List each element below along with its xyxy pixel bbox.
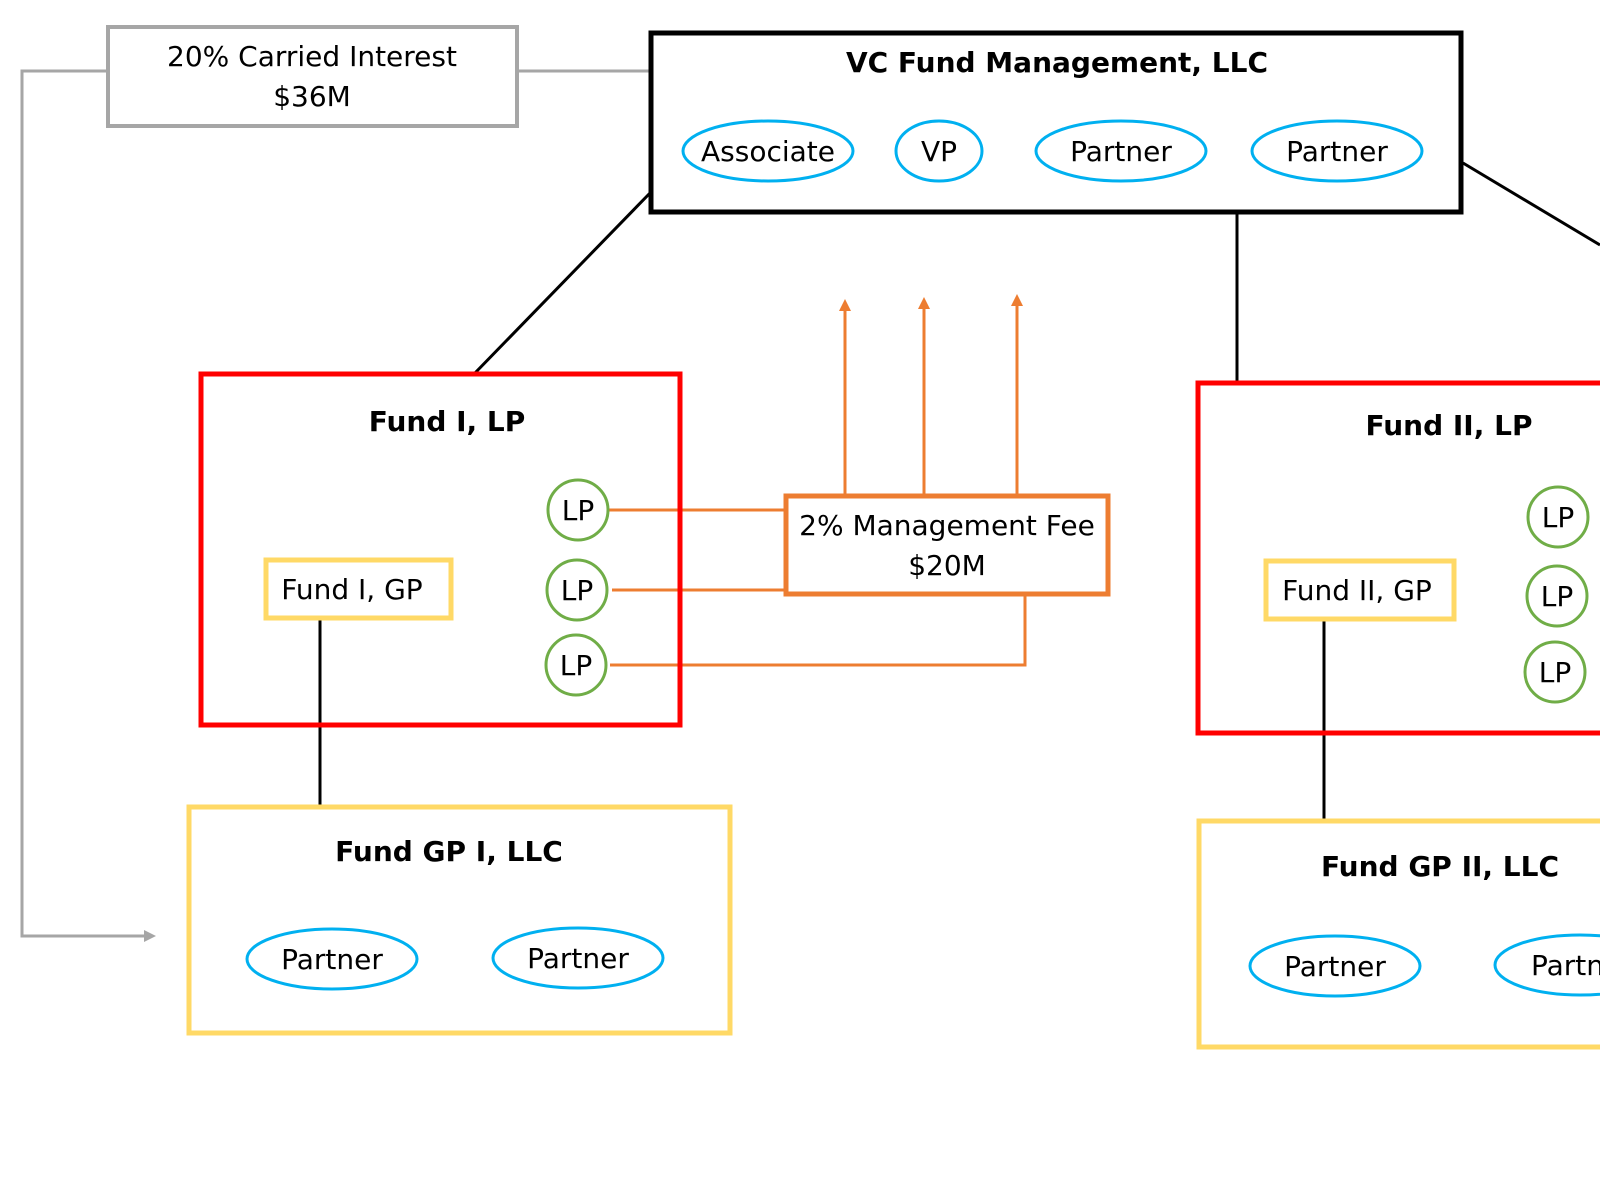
lp-label: LP — [1539, 656, 1571, 689]
gp1-partner-2: Partner — [491, 926, 665, 990]
fund1-gp-label: Fund I, GP — [281, 573, 422, 606]
partner-label: Partner — [527, 942, 629, 975]
management-company-title: VC Fund Management, LLC — [846, 46, 1268, 79]
fund2-lp-2: LP — [1525, 564, 1589, 628]
gp2-partner-1: Partner — [1248, 934, 1422, 998]
fund2-title: Fund II, LP — [1366, 409, 1533, 442]
carried-interest-amount: $36M — [273, 80, 351, 113]
fund1-lp-3: LP — [544, 633, 608, 697]
partner-label: Partn — [1531, 949, 1600, 982]
management-to-fund1-line — [472, 190, 653, 376]
connectors — [20, 69, 1600, 942]
role-label: Partner — [1286, 135, 1388, 168]
carried-interest-flow-line — [20, 69, 156, 942]
management-to-offpage-line — [1462, 161, 1600, 247]
fund-gp1-llc-box: Fund GP I, LLC Partner Partner — [186, 804, 733, 1036]
fund2-gp-label: Fund II, GP — [1282, 574, 1432, 607]
fund1-lp-2: LP — [545, 558, 609, 622]
carried-interest-label: 20% Carried Interest — [167, 40, 457, 73]
lp-label: LP — [562, 494, 594, 527]
fund-gp1-title: Fund GP I, LLC — [335, 835, 563, 868]
management-fee-box: 2% Management Fee $20M — [783, 493, 1111, 597]
gp1-partner-1: Partner — [245, 927, 419, 991]
lp3-fee-line — [610, 594, 1027, 667]
fund1-gp-box: Fund I, GP — [263, 557, 454, 621]
role-partner: Partner — [1034, 119, 1208, 183]
role-vp: VP — [894, 119, 984, 183]
carried-interest-box: 20% Carried Interest $36M — [106, 25, 519, 128]
fund1-lp-1: LP — [546, 478, 610, 542]
role-partner: Partner — [1250, 119, 1424, 183]
management-fee-amount: $20M — [908, 549, 986, 582]
partner-label: Partner — [281, 943, 383, 976]
fund1-lp-box: Fund I, LP Fund I, GP LP LP LP — [198, 371, 683, 728]
management-fee-label: 2% Management Fee — [799, 509, 1095, 542]
gp2-partner-2: Partn — [1493, 933, 1600, 997]
lp-label: LP — [1541, 580, 1573, 613]
lp-label: LP — [560, 649, 592, 682]
fund-gp2-llc-box: Fund GP II, LLC Partner Partn — [1196, 818, 1600, 1050]
partner-label: Partner — [1284, 950, 1386, 983]
fund-gp2-title: Fund GP II, LLC — [1321, 850, 1559, 883]
fund2-gp-box: Fund II, GP — [1263, 558, 1457, 622]
role-label: VP — [921, 135, 957, 168]
fund2-lp-box: Fund II, LP Fund II, GP LP LP LP — [1195, 380, 1600, 736]
role-label: Associate — [701, 135, 835, 168]
lp-label: LP — [1542, 501, 1574, 534]
role-associate: Associate — [681, 119, 855, 183]
fund2-lp-3: LP — [1523, 640, 1587, 704]
lp-label: LP — [561, 574, 593, 607]
fund2-lp-1: LP — [1526, 485, 1590, 549]
management-company-box: VC Fund Management, LLC Associate VP Par… — [648, 30, 1464, 215]
role-label: Partner — [1070, 135, 1172, 168]
fund1-title: Fund I, LP — [369, 405, 526, 438]
